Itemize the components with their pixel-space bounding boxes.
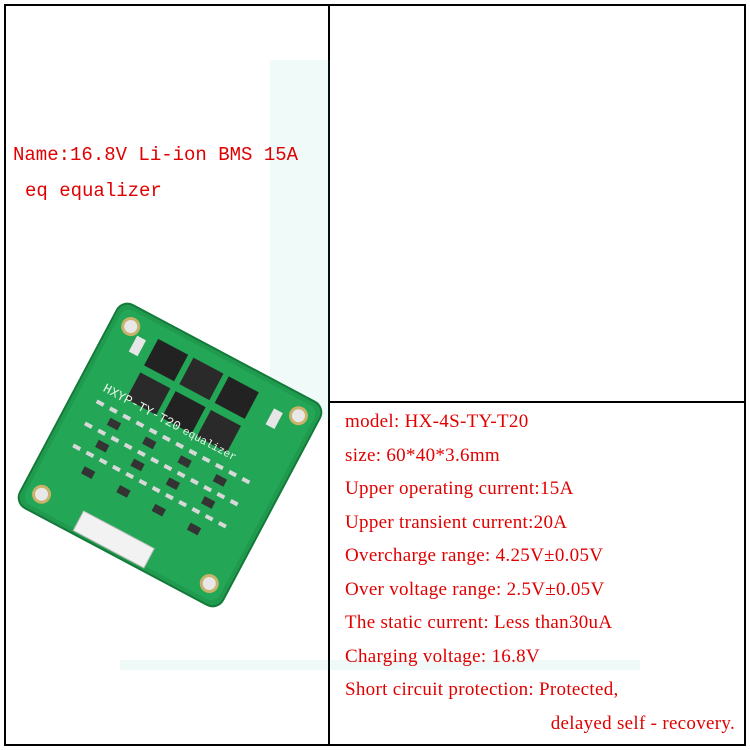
spec-static-current: The static current: Less than30uA: [345, 612, 613, 633]
horizontal-divider: [328, 401, 746, 403]
product-name-line1: Name:16.8V Li-ion BMS 15A: [13, 144, 299, 166]
spec-transient-current: Upper transient current:20A: [345, 511, 568, 533]
spec-size: size: 60*40*3.6mm: [345, 444, 500, 466]
spec-charging-voltage: Charging voltage: 16.8V: [345, 645, 540, 667]
spec-short-circuit: Short circuit protection: Protected,: [345, 679, 619, 700]
spec-short-circuit-cont: delayed self - recovery.: [550, 712, 735, 734]
product-name-line2: eq equalizer: [25, 180, 162, 202]
watermark: [120, 60, 640, 670]
spec-list: model: HX-4S-TY-T20 size: 60*40*3.6mm Up…: [345, 405, 735, 740]
pcb-board: HXYP-TY-T20 equalizer: [17, 302, 323, 608]
spec-model: model: HX-4S-TY-T20: [345, 411, 529, 432]
spec-operating-current: Upper operating current:15A: [345, 478, 574, 499]
vertical-divider: [328, 4, 330, 746]
outer-frame: [4, 4, 746, 746]
spec-overdischarge-range: Over voltage range: 2.5V±0.05V: [345, 578, 605, 600]
spec-overcharge-range: Overcharge range: 4.25V±0.05V: [345, 545, 604, 566]
product-name: Name:16.8V Li-ion BMS 15A eq equalizer: [13, 143, 298, 203]
